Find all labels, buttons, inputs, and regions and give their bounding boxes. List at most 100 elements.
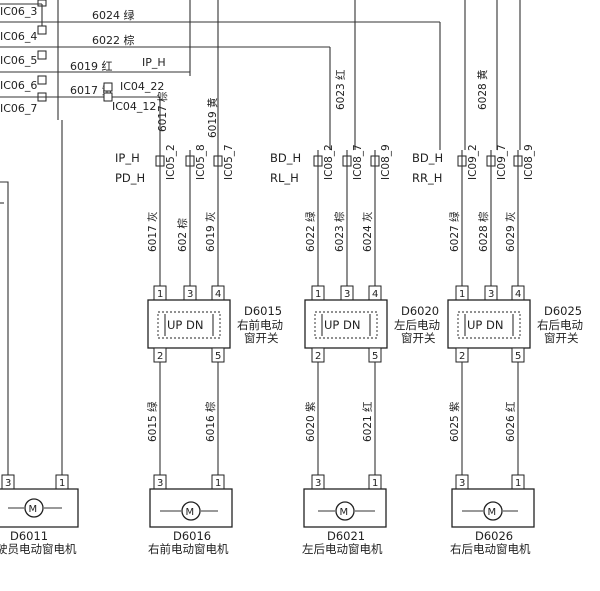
wire-label: 6025 紫 (449, 401, 461, 442)
connector-label: IC09_2 (467, 144, 479, 180)
motor-id: D6021 (327, 529, 365, 543)
wire-label: 6023 红 (334, 69, 347, 110)
wire-label: 6017 灰 (146, 211, 159, 252)
pin-number: 3 (344, 289, 350, 300)
switch-id: D6020 (401, 304, 439, 318)
wire-label: 6027 绿 (448, 211, 461, 252)
wire-label: 6024 灰 (361, 211, 374, 252)
connector-side-label: PD_H (115, 171, 145, 185)
motor-id: D6011 (10, 529, 48, 543)
wire-label: 6017 黄 (70, 83, 113, 97)
branch-label: IC04_22 (120, 80, 164, 93)
pin-number: 3 (315, 478, 321, 489)
connector-label: IC08_9 (380, 144, 392, 180)
pin-number: 2 (157, 351, 163, 362)
motor-symbol: M (488, 507, 497, 518)
connector-side-label: IP_H (115, 151, 140, 165)
motor-icon (483, 501, 503, 521)
connector-side-label: RL_H (270, 171, 299, 185)
wire-label: 6016 棕 (204, 401, 217, 442)
pin-number: 1 (315, 289, 321, 300)
switch-name: 窗开关 (244, 331, 279, 345)
motor-name: 驶员电动窗电机 (0, 542, 77, 556)
window-switch (447, 299, 531, 349)
connector-label: IC05_7 (223, 144, 235, 180)
wire-label: 6017 棕 (156, 91, 169, 132)
pin-number: 1 (59, 478, 65, 489)
motor-id: D6016 (173, 529, 211, 543)
switch-contact (464, 314, 514, 336)
pin-number: 3 (157, 478, 163, 489)
wire-label: 6028 黄 (476, 69, 489, 110)
switch-contact (164, 314, 214, 336)
pin-number: 5 (215, 351, 221, 362)
motor-icon (335, 501, 355, 521)
connector-label: IC08_9 (523, 144, 535, 180)
switch-name: 右后电动 (537, 318, 583, 332)
wire-label: 6015 绿 (146, 401, 159, 442)
wire-label: 6021 红 (361, 401, 374, 442)
motor-name: 左后电动窗电机 (302, 542, 383, 556)
wire-label: 602 棕 (176, 218, 189, 252)
pin-number: 1 (157, 289, 163, 300)
wire-label: 6019 黄 (206, 97, 219, 138)
switch-name: 右前电动 (237, 318, 283, 332)
switch-name: 左后电动 (394, 318, 440, 332)
connector-label: IC06_4 (0, 30, 37, 43)
wire-label: 6024 绿 (92, 8, 135, 22)
section-lr: BD_H RL_H IC08_2 6022 绿 1 IC08_7 6023 棕 3 IC08_9… (270, 144, 440, 556)
pin-number: 2 (459, 351, 465, 362)
pin-number: 3 (488, 289, 494, 300)
motor-name: 右后电动窗电机 (450, 542, 531, 556)
pin-number: 4 (515, 289, 521, 300)
switch-label: UP DN (324, 318, 360, 332)
motor-icon (24, 498, 44, 518)
switch-name: 窗开关 (401, 331, 436, 345)
pin-number: 5 (372, 351, 378, 362)
pin-number: 4 (372, 289, 378, 300)
switch-label: UP DN (167, 318, 203, 332)
pin-number: 3 (187, 289, 193, 300)
wire-label: 6023 棕 (333, 211, 346, 252)
left-motor-section: 3 1 M D6011 驶员电动窗电机 (0, 120, 79, 556)
switch-id: D6015 (244, 304, 282, 318)
branch-label: IP_H (142, 56, 166, 69)
motor-name: 右前电动窗电机 (148, 542, 229, 556)
switch-label: UP DN (467, 318, 503, 332)
window-switch (147, 299, 231, 349)
wire-label: 6022 棕 (92, 33, 135, 47)
connector-label: IC08_7 (352, 144, 364, 180)
connector-side-label: BD_H (270, 151, 301, 165)
terminal (37, 75, 47, 85)
connector-label: IC06_7 (0, 102, 37, 115)
wire-label: 6019 灰 (204, 211, 217, 252)
terminal (37, 25, 47, 35)
connector-side-label: RR_H (412, 171, 442, 185)
window-switch (304, 299, 388, 349)
terminal (37, 50, 47, 60)
wire-label: 6028 棕 (477, 211, 490, 252)
window-motor (303, 488, 387, 528)
wire-label: 6019 红 (70, 60, 113, 73)
connector-label: IC05_2 (165, 144, 177, 180)
motor-symbol: M (186, 507, 195, 518)
connector-label: IC09_7 (496, 144, 508, 180)
terminal (103, 82, 113, 92)
switch-name: 窗开关 (544, 331, 579, 345)
motor-id: D6026 (475, 529, 513, 543)
wire-label: 6029 灰 (504, 211, 517, 252)
switch-contact (321, 314, 371, 336)
wire-label: 6022 绿 (304, 211, 317, 252)
connector-label: IC08_2 (323, 144, 335, 180)
pin-number: 5 (515, 351, 521, 362)
terminal (103, 92, 113, 102)
window-motor (451, 488, 535, 528)
top-vertical-wires: 6017 棕 6019 黄 6023 红 6028 黄 (57, 0, 521, 150)
pin-number: 3 (459, 478, 465, 489)
connector-rows: IC06_3 IC06_4 IC06_5 IC06_6 IC06_7 6024 … (0, 0, 440, 115)
motor-housing (0, 488, 79, 528)
